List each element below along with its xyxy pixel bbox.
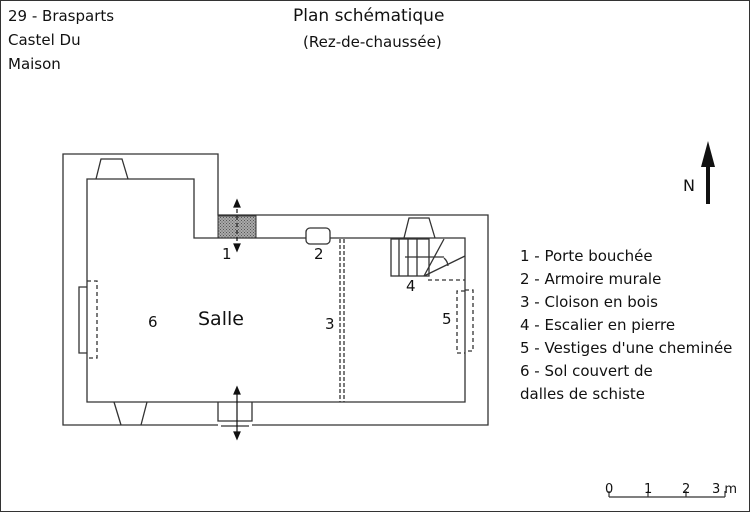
legend-item-3: 3 - Cloison en bois <box>520 293 658 311</box>
inner-wall <box>86 178 466 403</box>
plan-title: Plan schématique <box>293 6 445 26</box>
north-arrow-icon <box>701 141 715 204</box>
legend-item-5: 5 - Vestiges d'une cheminée <box>520 339 733 357</box>
fireplace-east <box>456 289 474 354</box>
north-label: N <box>683 176 695 195</box>
location-line-1: 29 - Brasparts <box>8 7 115 25</box>
wall-cupboard <box>305 227 331 245</box>
outer-wall <box>62 153 489 426</box>
fireplace-west <box>87 280 98 359</box>
legend-item-6-cont: dalles de schiste <box>520 385 646 403</box>
room-label-salle: Salle <box>198 308 244 330</box>
window-ne <box>403 217 436 239</box>
marker-4: 4 <box>406 277 416 295</box>
window-nw <box>95 158 129 180</box>
window-sw <box>113 401 148 426</box>
marker-6: 6 <box>148 313 158 331</box>
marker-2: 2 <box>314 245 324 263</box>
scale-bar <box>608 491 726 498</box>
marker-5: 5 <box>442 310 452 328</box>
scale-tick-1: 1 <box>644 482 652 497</box>
location-line-2: Castel Du <box>8 31 81 49</box>
window-west <box>78 286 87 354</box>
legend-item-2: 2 - Armoire murale <box>520 270 662 288</box>
scale-tick-2: 2 <box>682 482 690 497</box>
legend-item-4: 4 - Escalier en pierre <box>520 316 676 334</box>
marker-3: 3 <box>325 315 335 333</box>
legend-item-1: 1 - Porte bouchée <box>520 247 653 265</box>
marker-1: 1 <box>222 245 232 263</box>
location-line-3: Maison <box>8 55 61 73</box>
legend-item-6: 6 - Sol couvert de <box>520 362 653 380</box>
stone-staircase <box>390 238 466 281</box>
scale-tick-3: 3 m <box>712 482 737 497</box>
plan-subtitle: (Rez-de-chaussée) <box>303 33 442 51</box>
scale-tick-0: 0 <box>605 482 613 497</box>
south-door <box>217 402 253 422</box>
